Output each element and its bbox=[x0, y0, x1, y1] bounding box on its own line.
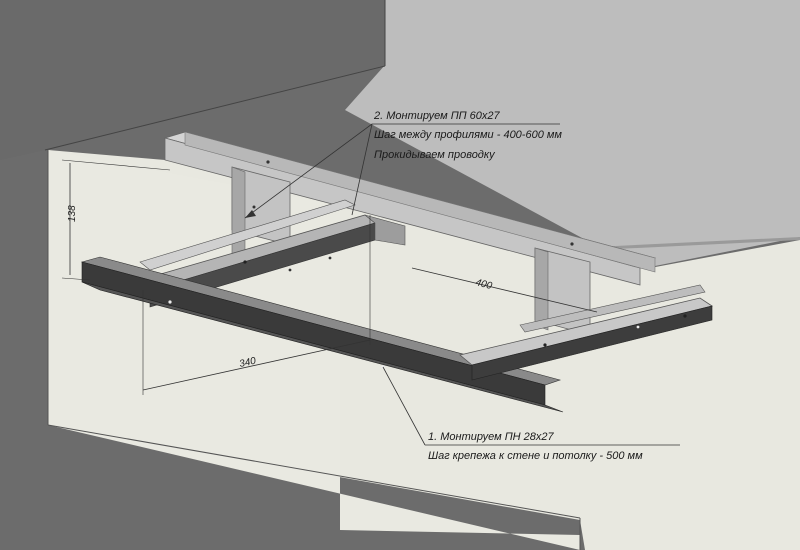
top-annotation-line2: Шаг между профилями - 400-600 мм bbox=[374, 129, 562, 141]
back-cross-profile-end bbox=[364, 214, 406, 246]
left-cross-profile bbox=[139, 199, 356, 271]
screw-hole bbox=[543, 343, 547, 347]
front-cross-profile-top2 bbox=[519, 284, 706, 333]
dim-height-ext-top bbox=[61, 159, 171, 171]
light-wall-shade bbox=[0, 150, 48, 430]
screw-hole bbox=[683, 314, 687, 318]
dim-depth-label: 340 bbox=[238, 356, 257, 370]
wall-guide-profile-lip bbox=[81, 281, 564, 413]
ceiling-front-edge bbox=[595, 237, 800, 250]
front-cross-profile-face bbox=[471, 305, 713, 381]
leader-arrow-top bbox=[245, 210, 256, 218]
ceiling-plane bbox=[345, 0, 800, 267]
bottom-annotation-line2: Шаг крепежа к стене и потолку - 500 мм bbox=[428, 450, 643, 462]
top-annotation-line1: 2. Монтируем ПП 60х27 bbox=[373, 110, 501, 122]
dim-height-ext-bottom bbox=[61, 277, 91, 281]
screw-hole bbox=[328, 256, 332, 260]
screw-hole bbox=[570, 242, 574, 246]
wall-bottom-edge bbox=[47, 424, 581, 519]
bottom-annotation-line1: 1. Монтируем ПН 28х27 bbox=[428, 431, 555, 443]
screw-hole bbox=[288, 268, 292, 272]
leader-line-bottom bbox=[382, 366, 426, 446]
dim-spacing-line bbox=[411, 267, 598, 313]
ceiling-wall-line bbox=[44, 65, 386, 151]
screw-hole bbox=[243, 260, 247, 264]
leader-line-top-b bbox=[351, 123, 373, 216]
dim-depth-line bbox=[142, 339, 371, 391]
screw-hole bbox=[168, 300, 172, 304]
ceiling-edge bbox=[0, 0, 385, 160]
screw-hole bbox=[266, 160, 270, 164]
dim-height-label: 138 bbox=[67, 205, 78, 222]
screw-hole bbox=[636, 325, 640, 329]
back-ceiling-profile-lip bbox=[184, 131, 656, 273]
top-annotation-line3: Прокидываем проводку bbox=[374, 149, 496, 161]
screw-hole bbox=[252, 205, 256, 209]
leader-line-top bbox=[244, 123, 373, 219]
dim-spacing-label: 400 bbox=[474, 277, 493, 292]
left-hanger-side bbox=[231, 166, 246, 261]
right-hanger-side bbox=[534, 247, 549, 331]
